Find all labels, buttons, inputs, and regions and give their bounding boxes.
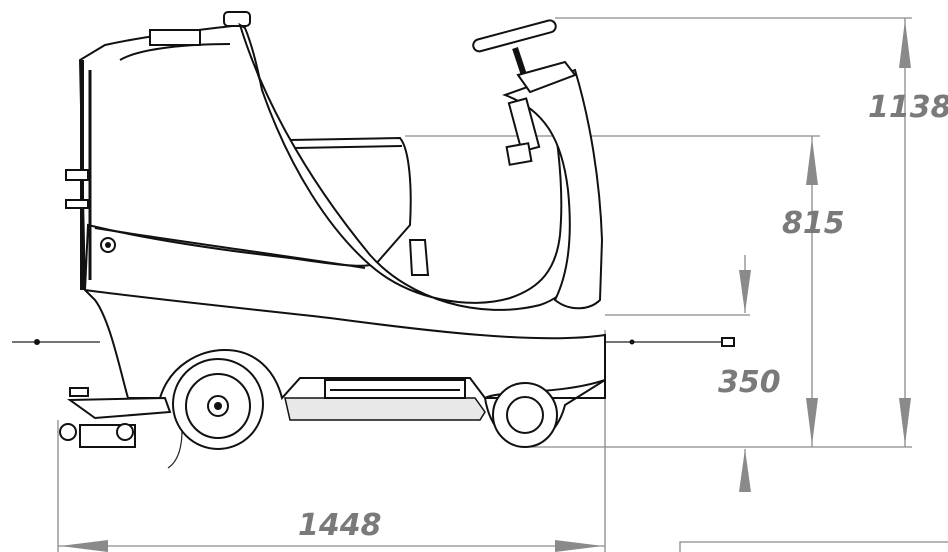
scrubber-machine bbox=[12, 11, 735, 469]
dimension-lines bbox=[57, 17, 948, 552]
seat-height-dimension-label: 815 bbox=[782, 206, 845, 241]
clearance-dimension-label: 350 bbox=[718, 365, 781, 400]
height-dimension-label: 1138 bbox=[868, 90, 948, 125]
length-dimension-label: 1448 bbox=[298, 508, 382, 543]
